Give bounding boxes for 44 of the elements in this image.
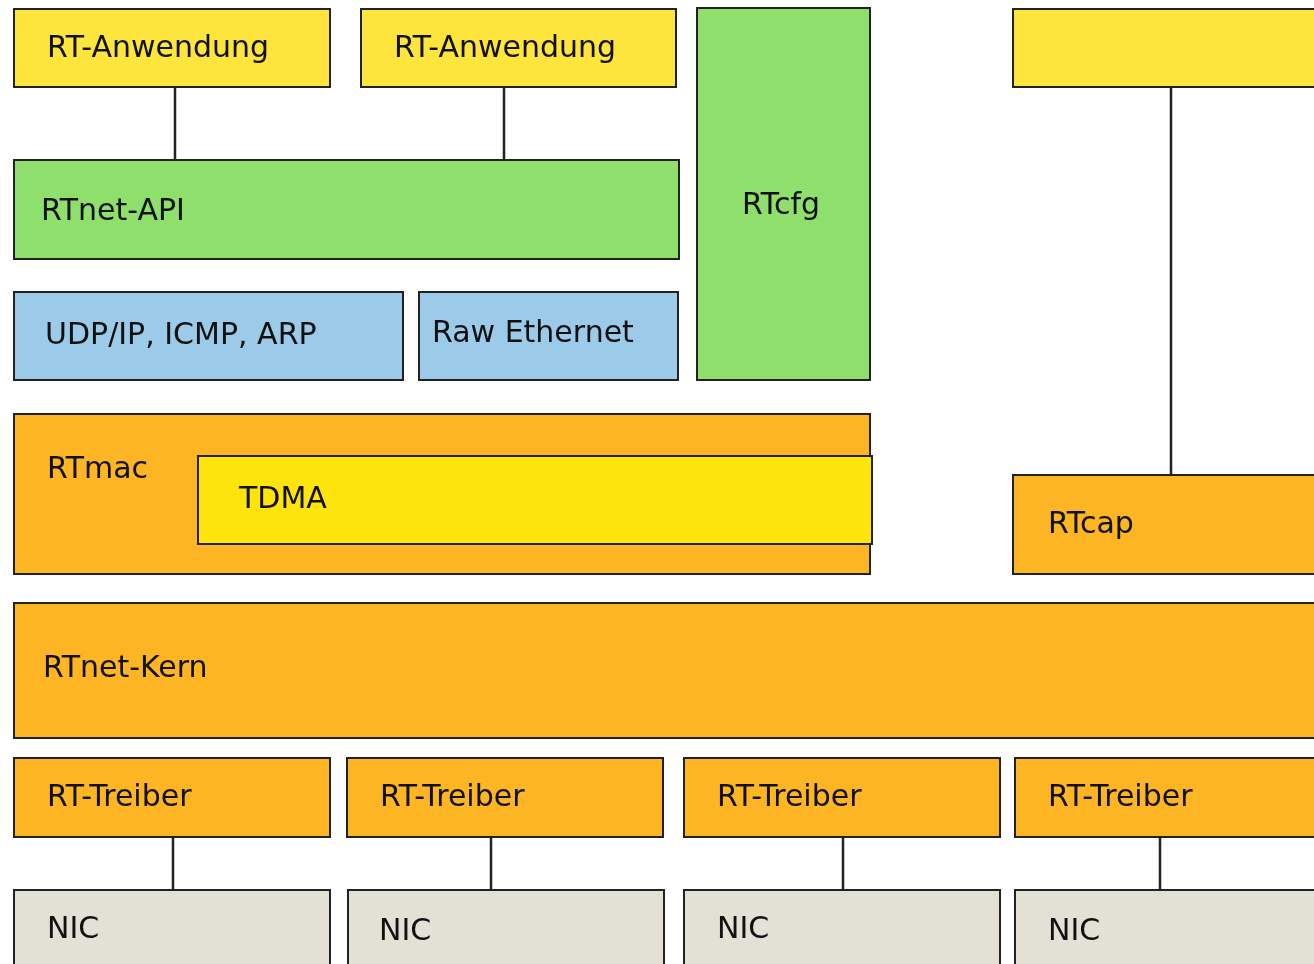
layer-label: RTcap xyxy=(1048,508,1134,538)
layer-label: RTcfg xyxy=(742,189,820,219)
protocol-box xyxy=(418,291,679,381)
application-box xyxy=(13,8,331,88)
layer-label: RT-Treiber xyxy=(717,781,862,811)
application-box xyxy=(360,8,677,88)
layer-label: NIC xyxy=(379,915,432,945)
core-box xyxy=(13,602,1314,739)
config-box xyxy=(696,7,871,381)
layer-label: RT-Treiber xyxy=(47,781,192,811)
layer-label: RTnet-Kern xyxy=(43,652,208,682)
tool-box xyxy=(1012,8,1314,88)
connector-line xyxy=(1169,88,1173,474)
layer-label: RT-Anwendung xyxy=(47,32,270,62)
connector-line xyxy=(489,838,493,889)
layer-label: UDP/IP, ICMP, ARP xyxy=(45,319,317,349)
driver-box xyxy=(1014,757,1314,838)
layer-label: NIC xyxy=(1048,915,1101,945)
connector-line xyxy=(173,88,177,159)
layer-label: RTmac xyxy=(47,453,149,483)
layer-label: NIC xyxy=(717,913,770,943)
connector-line xyxy=(841,838,845,889)
capture-box xyxy=(1012,474,1314,575)
layer-label: NIC xyxy=(47,913,100,943)
nic-box xyxy=(683,889,1001,964)
driver-box xyxy=(346,757,664,838)
nic-box xyxy=(13,889,331,964)
protocol-box xyxy=(13,291,404,381)
mac-layer-box xyxy=(13,413,871,575)
connector-line xyxy=(171,838,175,889)
layer-label: RT-Treiber xyxy=(1048,781,1193,811)
layer-label: RTnet-API xyxy=(41,195,185,225)
nic-box xyxy=(347,889,665,964)
layer-label: TDMA xyxy=(239,483,327,513)
connector-line xyxy=(1158,838,1162,889)
layer-label: Raw Ethernet xyxy=(432,317,634,347)
driver-box xyxy=(13,757,331,838)
layer-label: RT-Anwendung xyxy=(394,32,617,62)
driver-box xyxy=(683,757,1001,838)
nic-box xyxy=(1014,889,1314,964)
layer-label: RT-Treiber xyxy=(380,781,525,811)
tdma-box xyxy=(197,455,873,545)
connector-line xyxy=(502,88,506,159)
api-box xyxy=(13,159,680,260)
